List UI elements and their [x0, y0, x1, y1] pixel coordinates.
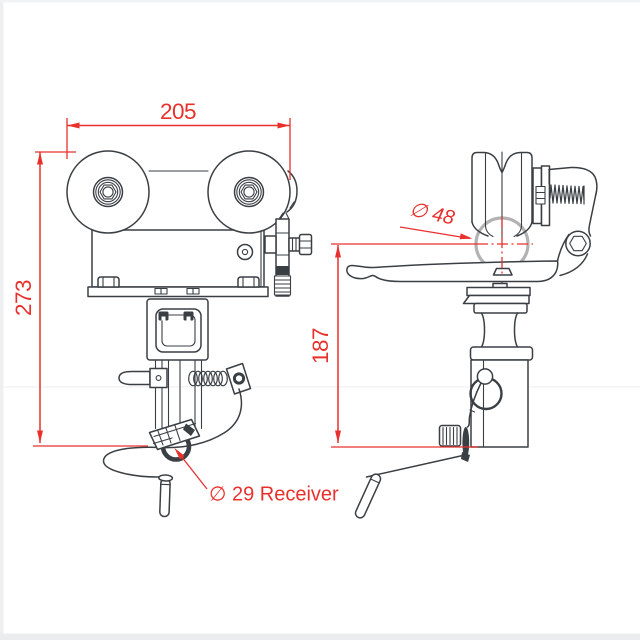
dimension-height-side: 187	[308, 217, 533, 448]
bottom-flange	[87, 276, 269, 298]
knurl-dark-band	[276, 266, 289, 275]
front-view	[66, 150, 313, 518]
wheel-left	[66, 150, 150, 234]
flange-tab-left	[97, 276, 120, 288]
tension-gear	[264, 218, 313, 297]
safety-pin-front	[158, 474, 174, 518]
lanyard-side	[365, 454, 466, 478]
yoke-clip-right	[183, 311, 194, 321]
ring-pin	[466, 368, 503, 428]
pivot-bolt	[565, 230, 591, 257]
dim-height-left-value: 273	[11, 280, 36, 316]
pivot-arm-outer	[559, 253, 589, 277]
label-pulley-diameter: ∅ 48	[399, 199, 473, 240]
cord-grommet	[232, 372, 246, 385]
rope-guide-tab	[492, 267, 513, 276]
receiver-latch-detail	[183, 423, 195, 436]
bolt-washer-plate	[264, 235, 277, 254]
toggle-pin	[118, 367, 168, 389]
hex-socket	[99, 184, 117, 200]
pin-cap	[158, 474, 174, 482]
bracket-bolt	[535, 185, 546, 205]
flange-tab-right	[237, 276, 260, 288]
clamp-column	[462, 282, 534, 448]
pivot-arm-inner	[556, 233, 570, 262]
locking-knob	[438, 424, 470, 462]
wheel-right	[207, 150, 291, 234]
yoke-clip-left	[158, 311, 169, 321]
bolt-hex-head	[298, 233, 313, 256]
cord-anchor-block	[225, 362, 252, 395]
bottom-edge-band	[0, 633, 640, 640]
pulley-diameter-value: ∅ 48	[408, 199, 457, 230]
latch-lever-arm	[548, 166, 598, 237]
plate-screw	[236, 243, 254, 261]
hex-socket	[240, 184, 258, 200]
lanyard-spring	[188, 362, 252, 395]
release-handle	[346, 260, 559, 283]
latch-assembly	[532, 165, 598, 237]
left-edge-band	[0, 0, 4, 640]
label-receiver: ∅ 29 Receiver	[174, 448, 339, 506]
lanyard-anchor	[461, 452, 470, 462]
latch-spring	[549, 184, 585, 205]
dim-width-value: 205	[160, 99, 196, 124]
dim-height-side-value: 187	[308, 328, 333, 364]
side-view	[346, 151, 598, 519]
annotations: 205 273 187 ∅ 48	[11, 99, 533, 506]
faint-artifact-line	[3, 386, 640, 388]
knob-washer-disc	[462, 427, 470, 458]
safety-pin-side	[354, 473, 382, 519]
receiver-label-value: ∅ 29 Receiver	[209, 484, 339, 506]
top-edge-band	[0, 0, 640, 3]
dimension-height-left: 273	[11, 151, 148, 447]
receiver-assembly	[148, 418, 201, 462]
bolt-shaft	[288, 237, 301, 252]
column-rails	[154, 359, 203, 430]
side-flange-edge	[278, 170, 298, 220]
yoke-bracket	[146, 298, 209, 361]
